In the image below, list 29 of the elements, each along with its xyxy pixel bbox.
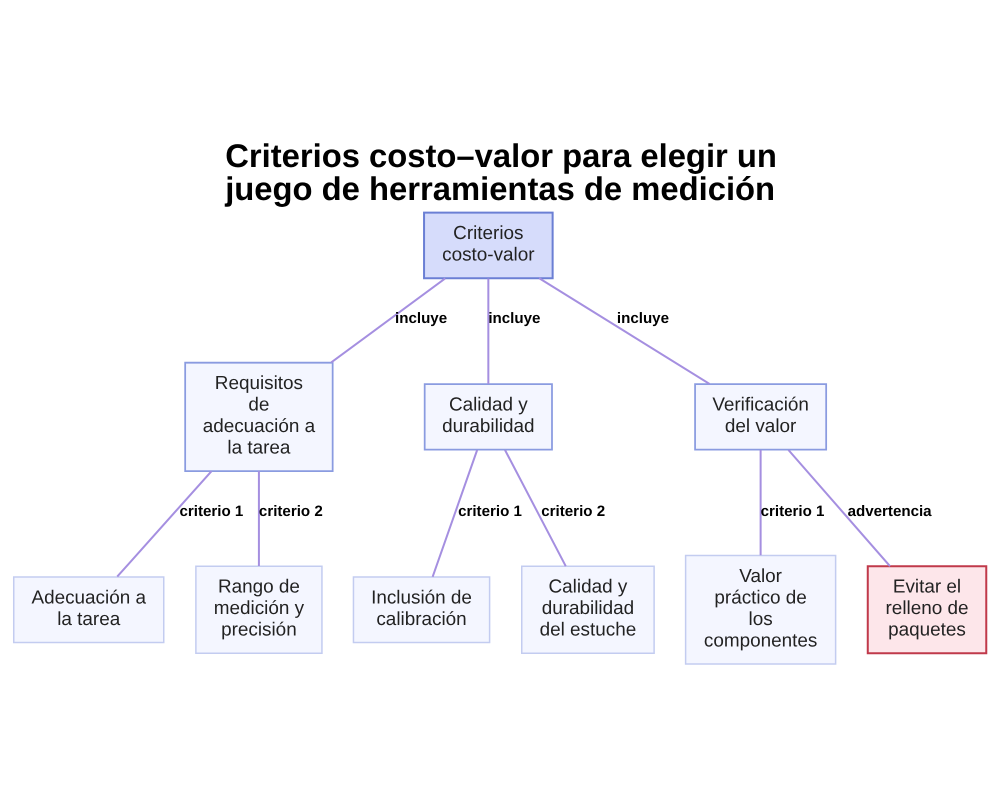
node-box: Calidad y durabilidad (424, 382, 553, 450)
edge-label: incluye (616, 310, 669, 327)
connector (504, 449, 567, 566)
connector (487, 278, 490, 384)
connector (330, 277, 446, 363)
node-box: Criterios costo-valor (423, 211, 554, 279)
node-box: Inclusión de calibración (352, 576, 490, 643)
node-box: Requisitos de adecuación a la tarea (184, 361, 334, 472)
connector (538, 276, 710, 384)
edge-label: criterio 1 (180, 502, 244, 520)
connector (788, 448, 891, 566)
connector (432, 449, 478, 577)
edge-label: criterio 1 (458, 502, 522, 520)
node-box: Evitar el relleno de paquetes (866, 564, 988, 654)
edge-label: criterio 2 (258, 502, 323, 520)
node-box: Adecuación a la tarea (12, 576, 164, 643)
node-box: Verificación del valor (694, 382, 828, 450)
edge-label: incluye (488, 310, 540, 327)
diagram-title: Criterios costo–valor para elegir un juego de herramientas de medición (225, 136, 777, 206)
edge-label: incluye (395, 310, 448, 327)
node-box: Calidad y durabilidad del estuche (520, 565, 655, 654)
edge-label: criterio 1 (760, 502, 824, 520)
connector (760, 450, 762, 555)
connector (258, 470, 260, 566)
connector (116, 470, 212, 577)
edge-label: advertencia (848, 502, 932, 520)
node-box: Valor práctico de los componentes (684, 554, 836, 664)
edge-label: criterio 2 (541, 502, 606, 520)
node-box: Rango de medición y precisión (195, 565, 323, 654)
